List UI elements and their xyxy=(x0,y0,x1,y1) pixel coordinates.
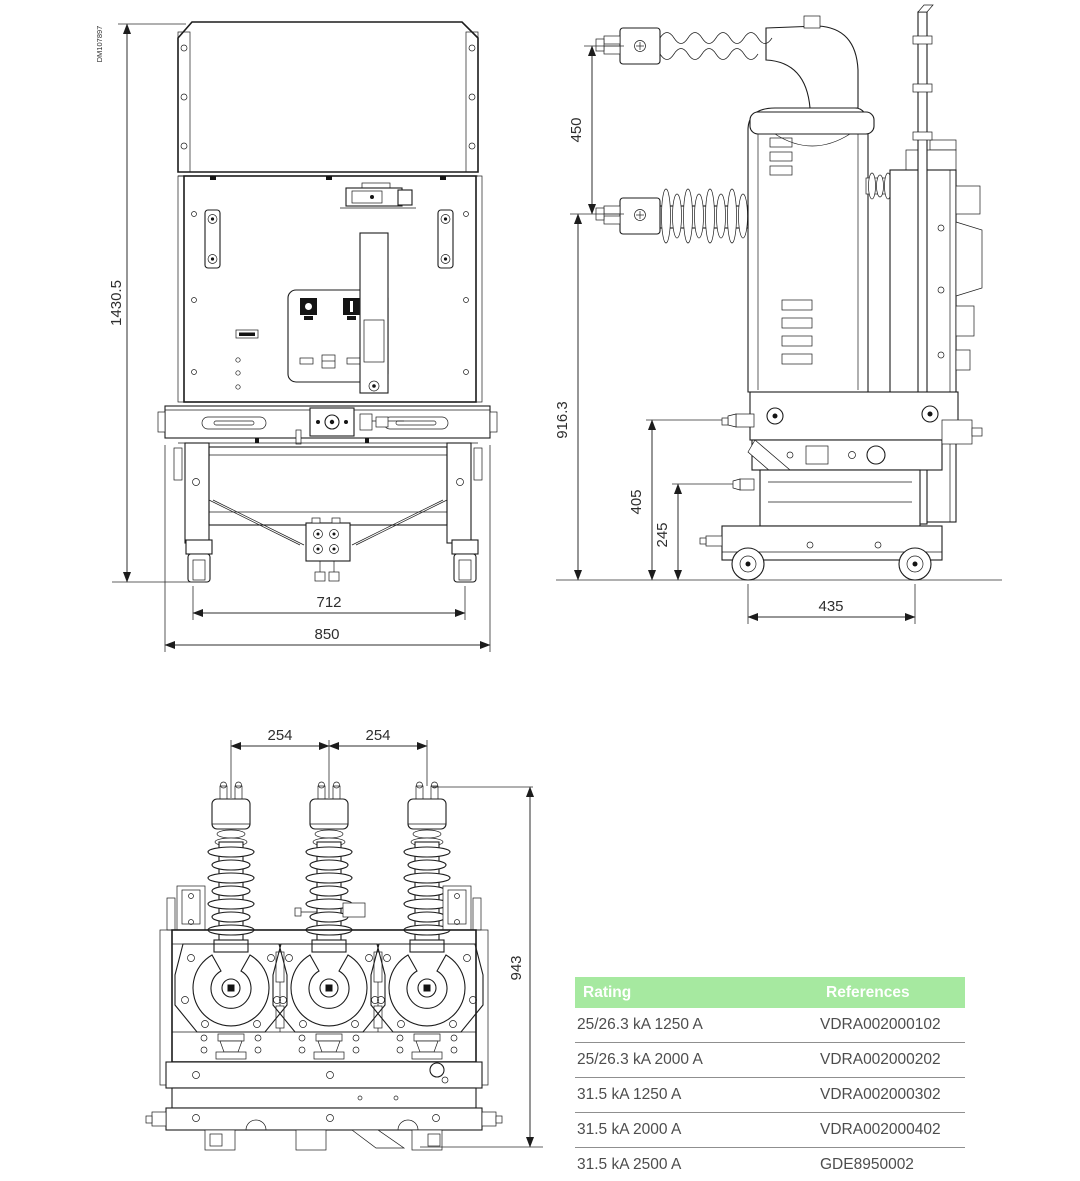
references-header: References xyxy=(826,983,910,1001)
rear-bushings xyxy=(207,781,451,953)
rear-stem-insulators xyxy=(200,1033,458,1060)
dim-front-wheel-track: 712 xyxy=(316,594,341,611)
interlock-strip xyxy=(359,232,389,394)
side-truck xyxy=(699,391,983,581)
drawing-id: DM107897 xyxy=(95,26,104,63)
table-row: 31.5 kA 2000 A VDRA002000402 xyxy=(575,1113,965,1148)
reference-cell: GDE8950002 xyxy=(820,1156,914,1173)
ratings-table: Rating References 25/26.3 kA 1250 A VDRA… xyxy=(575,977,965,1181)
rear-rails xyxy=(145,1061,503,1151)
rear-dimensions: 254 254 943 xyxy=(230,727,543,1148)
rating-cell: 25/26.3 kA 2000 A xyxy=(577,1051,703,1068)
rear-pole-plates xyxy=(174,943,484,1033)
control-panel xyxy=(287,289,389,383)
front-rail xyxy=(157,405,498,445)
dim-front-height: 1430.5 xyxy=(108,280,125,326)
table-row: 31.5 kA 2500 A GDE8950002 xyxy=(575,1148,965,1181)
upper-bushing xyxy=(595,15,875,147)
table-row: 31.5 kA 1250 A VDRA002000302 xyxy=(575,1078,965,1113)
table-row: 25/26.3 kA 2000 A VDRA002000202 xyxy=(575,1043,965,1078)
dim-front-overall-width: 850 xyxy=(314,626,339,643)
rating-header: Rating xyxy=(583,983,632,1001)
racking-latch xyxy=(340,182,416,209)
reference-cell: VDRA002000202 xyxy=(820,1051,941,1068)
dim-rear-height: 943 xyxy=(508,955,525,980)
dim-side-wheelbase: 435 xyxy=(818,598,843,615)
rear-view: 254 254 943 xyxy=(145,727,543,1151)
front-dimensions: 1430.5 712 850 xyxy=(108,23,491,652)
rating-cell: 31.5 kA 2000 A xyxy=(577,1121,682,1138)
rating-cell: 25/26.3 kA 1250 A xyxy=(577,1016,703,1033)
dim-side-upper-terminal-height: 916.3 xyxy=(554,401,571,439)
dim-side-lower-height: 245 xyxy=(654,522,671,547)
ratings-table-header: Rating References xyxy=(575,977,965,1008)
pole-column xyxy=(747,107,869,393)
front-handle-left xyxy=(204,209,221,269)
rating-cell: 31.5 kA 1250 A xyxy=(577,1086,682,1103)
dim-rear-pole-pitch-1: 254 xyxy=(267,727,292,744)
front-handle-right xyxy=(437,209,454,269)
dim-rear-pole-pitch-2: 254 xyxy=(365,727,390,744)
rear-stub-bushing xyxy=(865,172,893,200)
front-view: DM107897 xyxy=(95,21,498,652)
reference-cell: VDRA002000302 xyxy=(820,1086,941,1103)
dim-side-mid-height: 405 xyxy=(628,489,645,514)
rating-cell: 31.5 kA 2500 A xyxy=(577,1156,682,1173)
dim-side-terminal-spacing: 450 xyxy=(568,117,585,142)
side-view: 450 916.3 405 245 435 xyxy=(554,4,1002,624)
side-dimensions: 450 916.3 405 245 435 xyxy=(554,45,916,624)
reference-cell: VDRA002000102 xyxy=(820,1016,941,1033)
lower-bushing xyxy=(595,188,749,244)
table-row: 25/26.3 kA 1250 A VDRA002000102 xyxy=(575,1008,965,1043)
front-truck xyxy=(173,438,483,583)
reference-cell: VDRA002000402 xyxy=(820,1121,941,1138)
